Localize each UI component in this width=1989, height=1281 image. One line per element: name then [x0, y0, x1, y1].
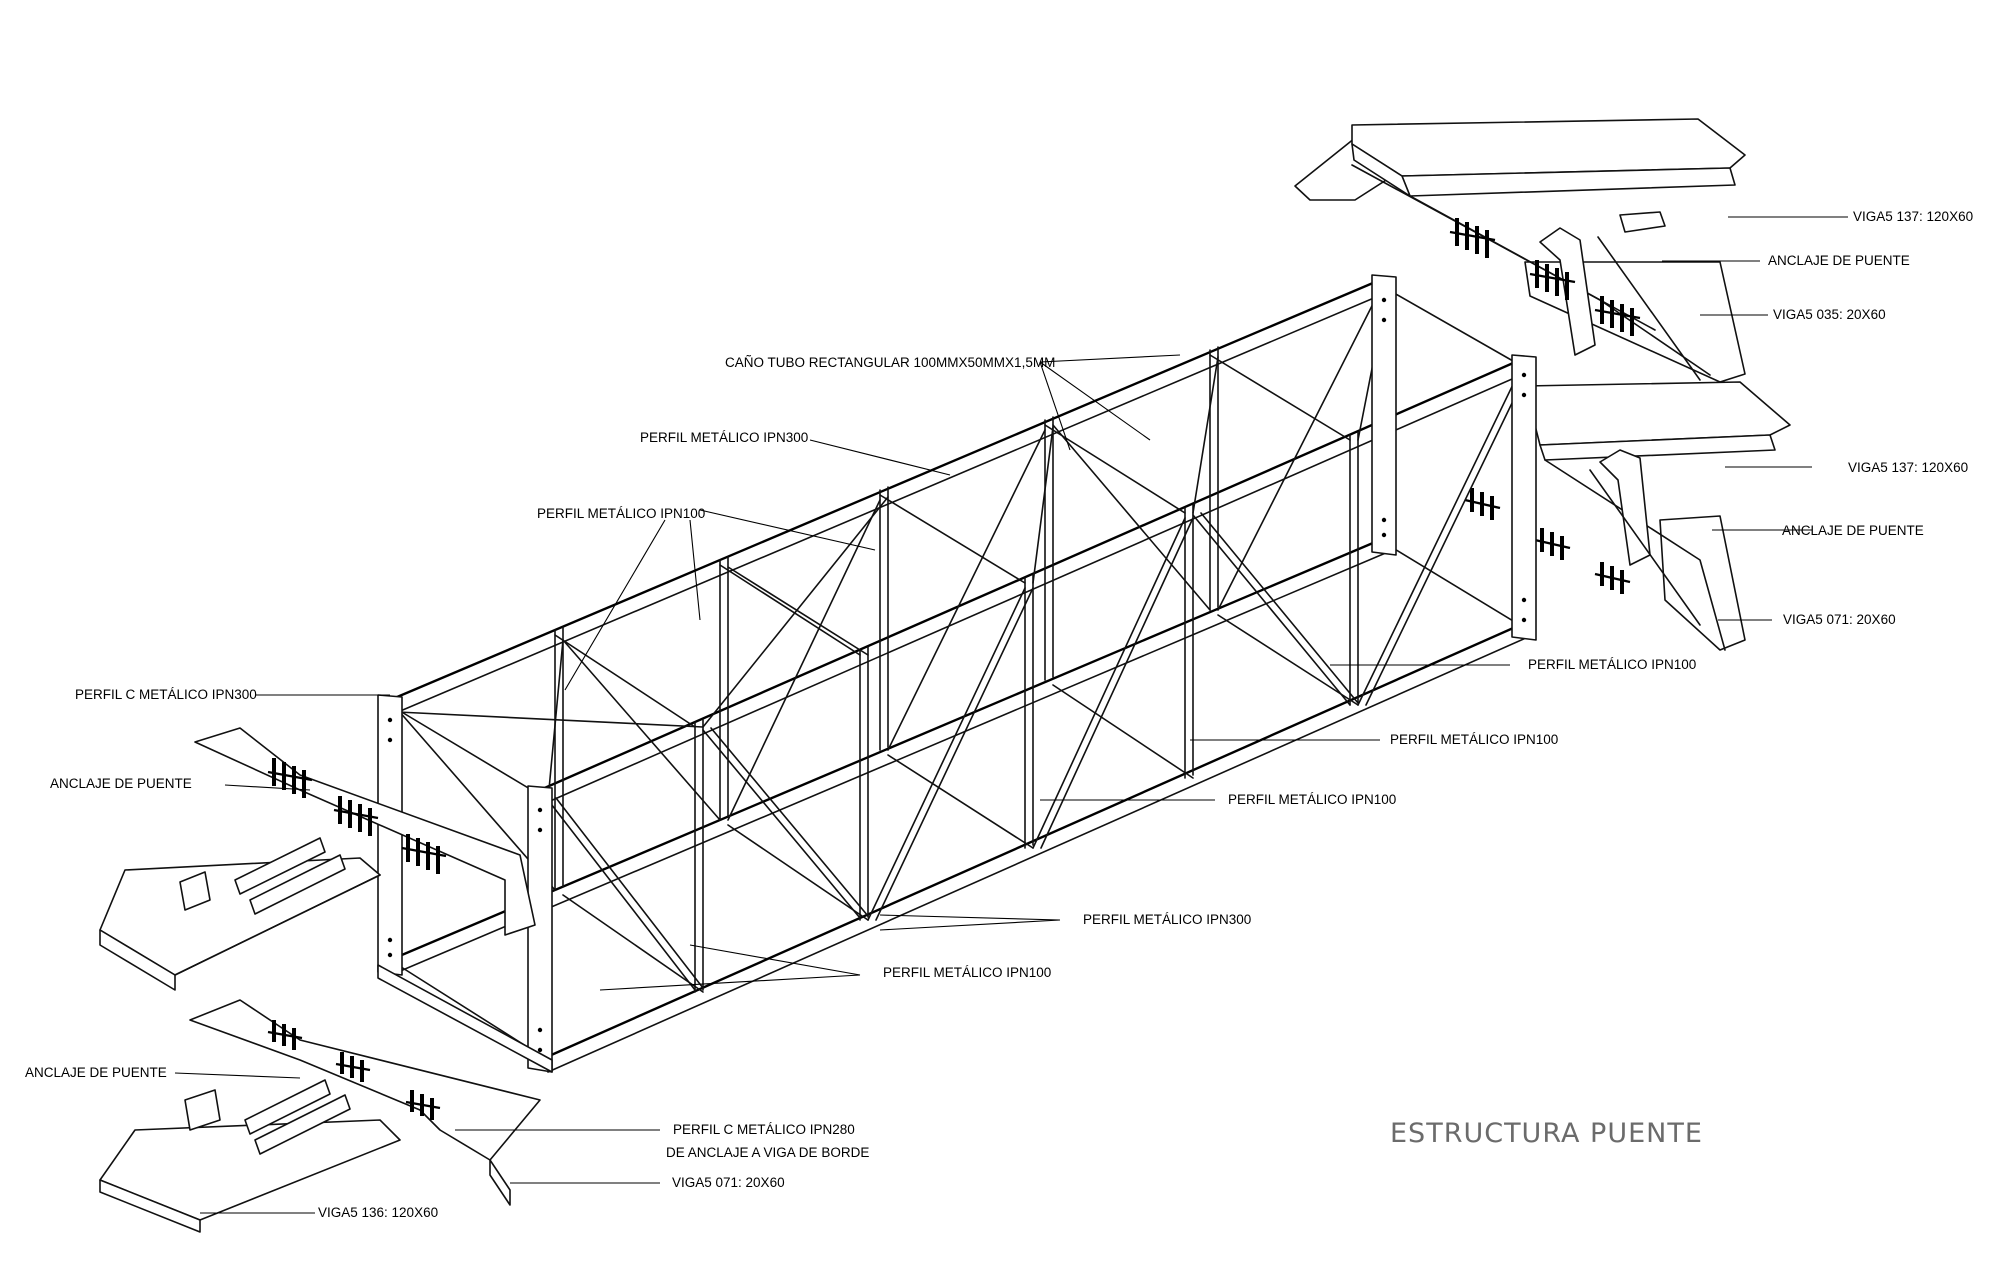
label-perfil-ipn300-bottom: PERFIL METÁLICO IPN300 [1083, 912, 1251, 927]
label-perfil-c-ipn280-line2: DE ANCLAJE A VIGA DE BORDE [666, 1145, 869, 1160]
anchor-bolts-left-upper [267, 758, 447, 874]
label-viga5-071-bottom: VIGA5 071: 20X60 [672, 1175, 785, 1190]
label-viga5-035: VIGA5 035: 20X60 [1773, 307, 1886, 322]
label-perfil-ipn100-bottom: PERFIL METÁLICO IPN100 [883, 965, 1051, 980]
abutment-left-lower [99, 999, 541, 1233]
label-perfil-c-ipn280-line1: PERFIL C METÁLICO IPN280 [673, 1122, 855, 1137]
label-perfil-c-ipn300: PERFIL C METÁLICO IPN300 [75, 687, 257, 702]
anchor-bolts-left-lower [267, 1020, 441, 1120]
abutment-left-upper [99, 727, 536, 991]
label-viga5-137-top: VIGA5 137: 120X60 [1853, 209, 1973, 224]
end-plate-left [377, 694, 553, 1073]
labels: VIGA5 137: 120X60 ANCLAJE DE PUENTE VIGA… [25, 209, 1973, 1220]
label-viga5-137-mid: VIGA5 137: 120X60 [1848, 460, 1968, 475]
end-plate-right [1371, 274, 1537, 641]
abutment-top-right [1294, 118, 1746, 383]
anchor-bolts-mid-right [1464, 488, 1631, 594]
label-viga5-071-right: VIGA5 071: 20X60 [1783, 612, 1896, 627]
bridge-truss [389, 278, 1529, 1073]
label-perfil-ipn100-top: PERFIL METÁLICO IPN100 [537, 506, 705, 521]
leader-lines [174, 216, 1848, 1214]
label-anclaje-left-upper: ANCLAJE DE PUENTE [50, 776, 192, 791]
label-perfil-ipn300-top: PERFIL METÁLICO IPN300 [640, 430, 808, 445]
label-cano-tubo: CAÑO TUBO RECTANGULAR 100MMX50MMX1,5MM [725, 355, 1055, 370]
label-viga5-136: VIGA5 136: 120X60 [318, 1205, 438, 1220]
abutment-mid-right [1524, 381, 1791, 651]
drawing-title: ESTRUCTURA PUENTE [1390, 1118, 1703, 1149]
label-anclaje-mid: ANCLAJE DE PUENTE [1782, 523, 1924, 538]
label-anclaje-left-lower: ANCLAJE DE PUENTE [25, 1065, 167, 1080]
label-perfil-ipn100-r2: PERFIL METÁLICO IPN100 [1390, 732, 1558, 747]
label-anclaje-top: ANCLAJE DE PUENTE [1768, 253, 1910, 268]
label-perfil-ipn100-r1: PERFIL METÁLICO IPN100 [1528, 657, 1696, 672]
label-perfil-ipn100-r3: PERFIL METÁLICO IPN100 [1228, 792, 1396, 807]
anchor-bolts-top-right [1449, 218, 1641, 336]
